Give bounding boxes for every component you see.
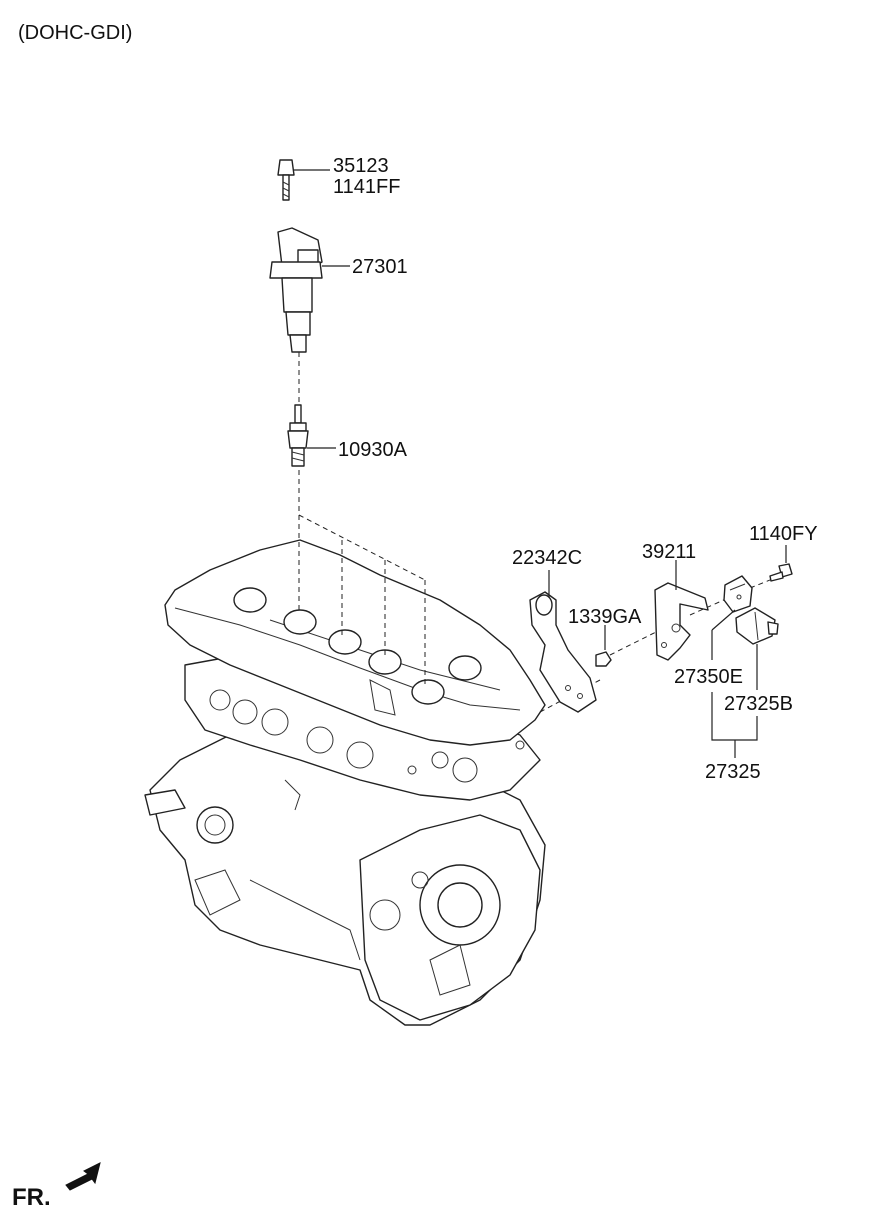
callout-35123: 35123 bbox=[333, 155, 389, 177]
sensor-bracket bbox=[529, 591, 597, 713]
sensor-plate bbox=[654, 582, 709, 661]
callout-27325b: 27325B bbox=[724, 693, 793, 715]
callout-27301: 27301 bbox=[352, 256, 408, 278]
engine-block bbox=[144, 539, 546, 1026]
spark-plug bbox=[287, 404, 309, 467]
ignition-coil bbox=[269, 227, 323, 353]
sensor-part-b bbox=[735, 607, 779, 645]
callout-22342c: 22342C bbox=[512, 547, 582, 569]
flange-nut bbox=[595, 651, 612, 667]
callout-1141ff: 1141FF bbox=[333, 176, 400, 198]
callout-1140fy: 1140FY bbox=[749, 523, 818, 545]
sensor-part-a bbox=[723, 575, 753, 613]
coil-bolt bbox=[277, 159, 295, 201]
callout-1339ga: 1339GA bbox=[568, 606, 642, 628]
diagram-title: (DOHC-GDI) bbox=[18, 22, 132, 44]
front-arrow-icon bbox=[65, 1162, 101, 1191]
front-direction-label: FR. bbox=[12, 1184, 51, 1211]
callout-39211: 39211 bbox=[642, 541, 696, 563]
callout-27325: 27325 bbox=[705, 761, 761, 783]
mounting-screw bbox=[769, 563, 793, 582]
callout-27350e: 27350E bbox=[674, 666, 743, 688]
leader-sensor-a-diag bbox=[711, 609, 736, 631]
callout-10930a: 10930A bbox=[338, 439, 408, 461]
